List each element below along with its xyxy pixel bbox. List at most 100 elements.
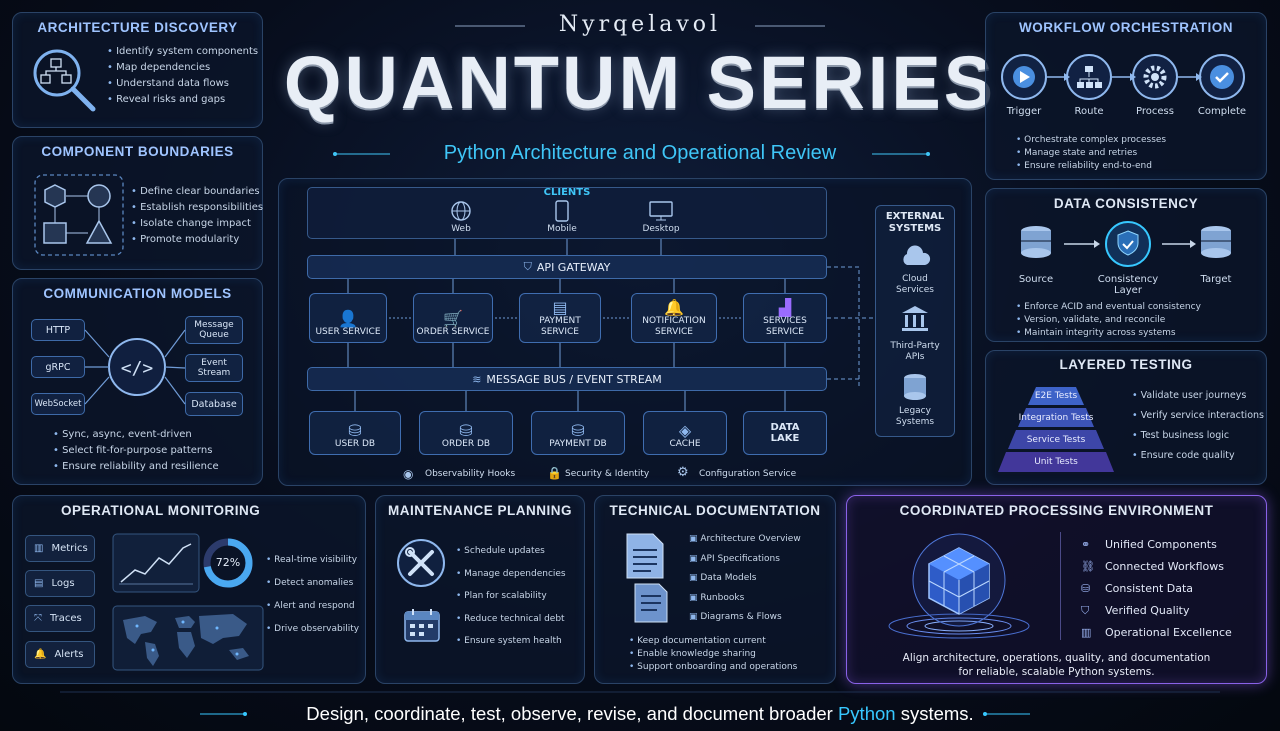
service-payment: ▤PAYMENT SERVICE [519, 293, 601, 343]
gateway-label: API GATEWAY [536, 260, 611, 274]
gauge-ring [203, 538, 253, 588]
tab-metrics[interactable]: ▥Metrics [25, 535, 95, 562]
document-icon: ▤ [34, 578, 44, 589]
clients-title: CLIENTS [543, 187, 591, 198]
env-divider [1060, 532, 1061, 640]
env-caption-line2: for reliable, scalable Python systems. [958, 666, 1155, 678]
transport-database: Database [185, 392, 243, 416]
docs-bottom-item: Enable knowledge sharing [629, 648, 797, 661]
code-hub-icon: </> [84, 329, 186, 405]
maintenance-item: Ensure system health [456, 630, 566, 653]
magnifier-diagram-icon [33, 49, 96, 112]
node-consistency-layer: Consistency Layer [1097, 274, 1159, 296]
service-order: 🛒ORDER SERVICE [413, 293, 493, 343]
service-label: SERVICES SERVICE [763, 316, 807, 337]
boundaries-item: Define clear boundaries [131, 184, 263, 200]
client-desktop: Desktop [642, 224, 680, 234]
bell-icon: 🔔 [34, 649, 47, 660]
panel-title: DATA CONSISTENCY [1053, 196, 1199, 211]
maintenance-item: Schedule updates [456, 540, 566, 563]
tab-label: Traces [50, 613, 82, 624]
service-label: ORDER SERVICE [416, 327, 490, 337]
api-gateway: ⛉ API GATEWAY [307, 255, 827, 279]
maintenance-item: Plan for scalability [456, 585, 566, 608]
gear-icon: ⚙ [677, 465, 689, 480]
db-order: ⛁ORDER DB [419, 411, 513, 455]
transport-event-stream: Event Stream [185, 354, 243, 382]
db-cache: ◈CACHE [643, 411, 727, 455]
layer-unit: Unit Tests [1034, 457, 1078, 467]
technical-documentation-panel: TECHNICAL DOCUMENTATION ▣ Architecture O… [594, 495, 836, 684]
node-source: Source [1018, 274, 1054, 285]
tab-logs[interactable]: ▤Logs [25, 570, 95, 597]
footer-config: Configuration Service [699, 469, 797, 479]
database-icon [904, 374, 926, 400]
protocol-websocket: WebSocket [31, 393, 85, 415]
footer-security: Security & Identity [565, 469, 650, 479]
coordinated-environment-panel: COORDINATED PROCESSING ENVIRONMENT ⚭Unif… [846, 495, 1267, 684]
step-route: Route [1074, 106, 1104, 117]
brand-name: Nyrqelavol [558, 12, 722, 37]
subtitle-lines [333, 25, 930, 156]
data-consistency-panel: DATA CONSISTENCY Source Consistency Laye… [985, 188, 1267, 342]
db-label: PAYMENT DB [549, 439, 607, 449]
service-notification: 🔔NOTIFICATION SERVICE [631, 293, 717, 343]
testing-item: Verify service interactions [1132, 406, 1264, 426]
env-item: Consistent Data [1105, 582, 1194, 595]
consistency-item: Version, validate, and reconcile [1016, 314, 1201, 327]
clients-box [307, 187, 827, 239]
transport-message-queue: Message Queue [185, 316, 243, 344]
layer-service: Service Tests [1026, 434, 1086, 445]
layer-integration: Integration Tests [1018, 412, 1094, 423]
footer-observability: Observability Hooks [425, 469, 516, 479]
layered-testing-panel: LAYERED TESTING E2E Tests Integration Te… [985, 350, 1267, 485]
workflow-icon: ⛓ [1081, 560, 1095, 573]
bus-label: MESSAGE BUS / EVENT STREAM [486, 372, 662, 386]
cart-icon: 🛒 [443, 309, 463, 328]
shield-icon: ⛉ [523, 260, 532, 273]
testing-item: Ensure code quality [1132, 446, 1264, 466]
bank-icon [902, 306, 928, 331]
panel-title: COORDINATED PROCESSING ENVIRONMENT [899, 503, 1214, 518]
service-label: PAYMENT SERVICE [539, 316, 581, 337]
env-item: Verified Quality [1105, 604, 1190, 617]
workflow-orchestration-panel: WORKFLOW ORCHESTRATION Trigger Route Pro… [985, 12, 1267, 180]
boundaries-item: Promote modularity [131, 232, 263, 248]
bell-icon: 🔔 [664, 298, 684, 317]
panel-title: OPERATIONAL MONITORING [61, 503, 261, 518]
panel-title: LAYERED TESTING [1059, 357, 1193, 372]
tab-traces[interactable]: ⤧Traces [25, 605, 95, 632]
monitoring-item: Drive observability [266, 618, 359, 641]
discovery-item: Reveal risks and gaps [107, 92, 258, 108]
db-label: USER DB [334, 439, 376, 449]
doc-icon: ▣ [689, 553, 701, 564]
workflow-item: Manage state and retries [1016, 147, 1166, 160]
env-item: Unified Components [1105, 538, 1217, 551]
bars-icon: ▟ [778, 298, 792, 317]
card-icon: ▤ [552, 298, 568, 317]
panel-title: ARCHITECTURE DISCOVERY [37, 20, 238, 35]
external-legacy: Legacy Systems [895, 406, 935, 427]
stack-icon: ≋ [472, 372, 482, 386]
discovery-item: Identify system components [107, 44, 258, 60]
cube-sphere-icon [888, 533, 1030, 639]
service-user: 👤USER SERVICE [309, 293, 387, 343]
architecture-diagram-panel: CLIENTS Web Mobile Desktop ⛉API GATEWAY … [278, 178, 972, 486]
db-label: DATA LAKE [770, 422, 800, 444]
external-cloud: Cloud Services [896, 274, 934, 295]
tab-alerts[interactable]: 🔔Alerts [25, 641, 95, 668]
node-target: Target [1200, 274, 1232, 285]
workflow-item: Orchestrate complex processes [1016, 134, 1166, 147]
tagline-text: Design, coordinate, test, observe, revis… [306, 703, 838, 724]
external-third-party: Third-Party APIs [890, 341, 940, 362]
tagline-end: systems. [895, 703, 974, 724]
consistency-item: Enforce ACID and eventual consistency [1016, 301, 1201, 314]
message-bus: ≋ MESSAGE BUS / EVENT STREAM [307, 367, 827, 391]
protocol-http: HTTP [31, 319, 85, 341]
service-services: ▟SERVICES SERVICE [743, 293, 827, 343]
panel-title: COMPONENT BOUNDARIES [41, 144, 234, 159]
component-boundaries-panel: COMPONENT BOUNDARIES Define clear bounda… [12, 136, 263, 270]
consistency-item: Maintain integrity across systems [1016, 327, 1201, 340]
globe-icon [451, 201, 471, 221]
